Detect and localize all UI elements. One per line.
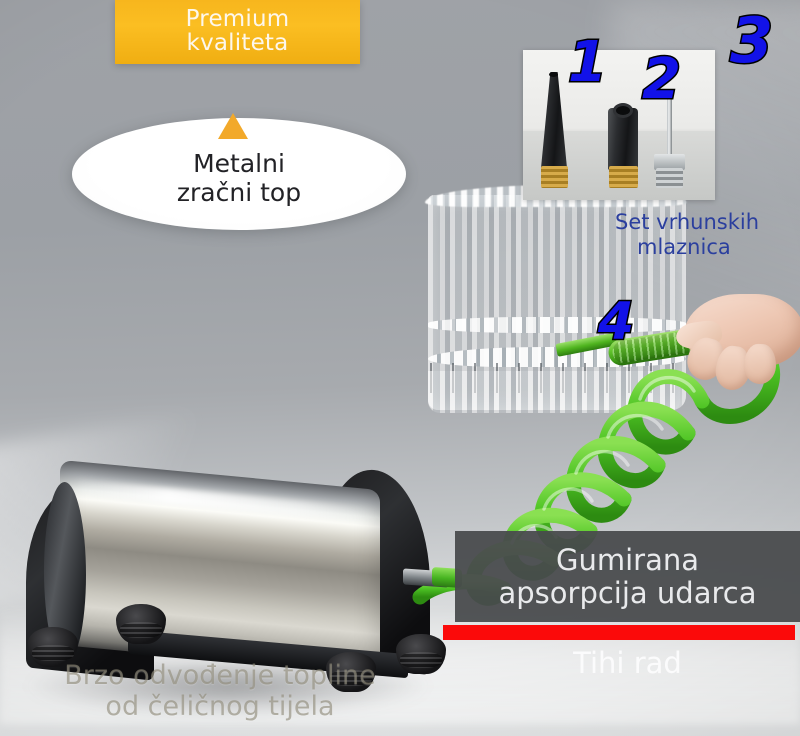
quiet-operation-label: Tihi rad <box>455 646 800 680</box>
cone-nozzle-bore <box>549 72 558 77</box>
needle-inflation-nozzle-icon <box>667 90 672 160</box>
nozzle-set-label: Set vrhunskih mlaznica <box>615 210 795 260</box>
callout-number-4: 4 <box>596 292 635 352</box>
compressor-rubber-foot <box>116 604 166 644</box>
heat-label-line-2: od čeličnog tijela <box>105 691 335 723</box>
quiet-label-line-1: Tihi rad <box>573 646 682 680</box>
airbag-seam-upper <box>428 317 686 333</box>
tube-nozzle-bore <box>616 106 630 115</box>
hand-holding-blow-gun <box>555 288 800 396</box>
callout-number-2: 2 <box>641 47 683 112</box>
hand-finger <box>743 343 777 385</box>
compressor-rubber-foot <box>396 634 446 674</box>
tube-nozzle-brass-thread <box>609 166 638 188</box>
premium-banner-line-2: kvaliteta <box>186 30 289 56</box>
ellipse-callout-line-1: Metalni <box>193 149 285 178</box>
orange-pointer-triangle-icon <box>218 113 248 139</box>
heat-label-line-1: Brzo odvođenje topline <box>64 660 376 691</box>
callout-number-1: 1 <box>567 30 609 95</box>
nozzle-set-inset-panel <box>523 50 715 200</box>
dark-banner-line-2: apsorpcija udarca <box>498 575 757 610</box>
needle-nozzle-thread <box>656 168 683 188</box>
ellipse-callout-line-2: zračni top <box>176 178 302 207</box>
compressor-rubber-foot <box>28 627 78 667</box>
dark-banner-line-1: Gumirana <box>555 543 699 578</box>
premium-banner-line-1: Premium <box>185 6 290 33</box>
straight-tube-nozzle-icon <box>608 108 638 170</box>
set-label-line-2: mlaznica <box>637 234 731 259</box>
set-label-line-1: Set vrhunskih <box>615 210 760 234</box>
needle-nozzle-base <box>654 154 685 170</box>
callout-number-3: 3 <box>728 4 774 77</box>
compressor-rubber-foot <box>326 652 376 692</box>
shock-absorption-banner: Gumirana apsorpcija udarca <box>455 531 800 622</box>
heat-dissipation-label: Brzo odvođenje topline od čeličnog tijel… <box>60 660 380 723</box>
red-accent-bar <box>443 625 795 640</box>
premium-quality-banner: Premium kvaliteta <box>115 0 360 64</box>
stainless-steel-air-compressor <box>8 452 462 732</box>
tapered-cone-nozzle-icon <box>541 72 567 168</box>
cone-nozzle-brass-thread <box>541 166 568 188</box>
